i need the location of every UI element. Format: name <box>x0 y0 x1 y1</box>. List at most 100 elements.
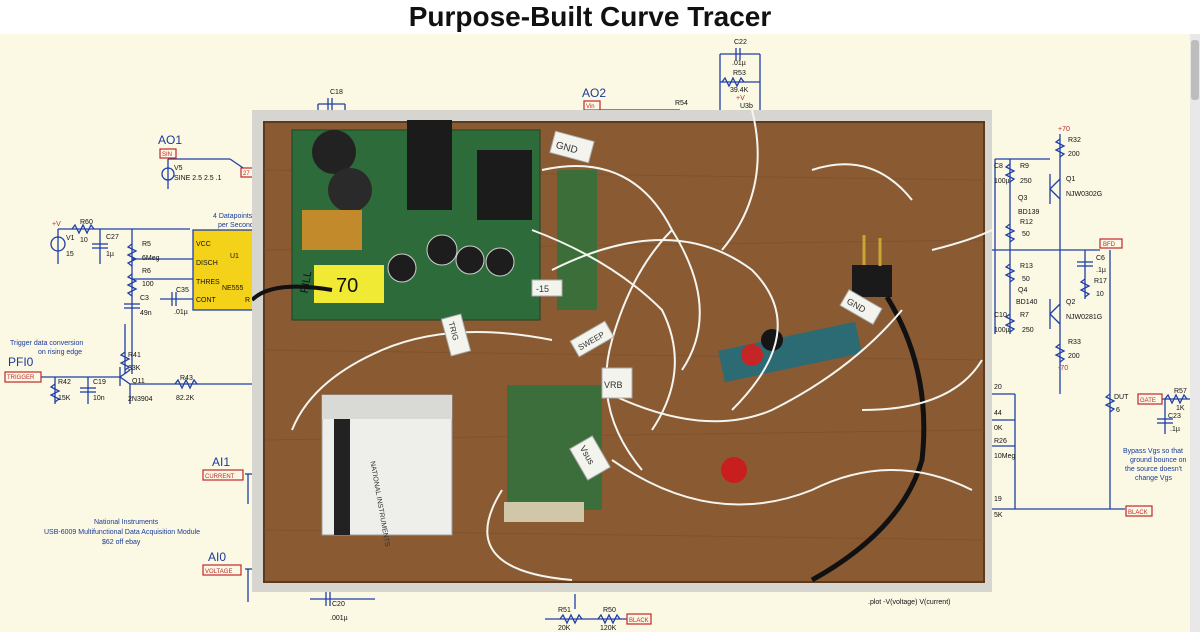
vin-net-tag: Vin <box>586 104 595 110</box>
q4-part: BD140 <box>1016 299 1038 306</box>
datapoints-note-2: per Second <box>218 222 254 229</box>
pfi0-label: PFI0 <box>8 355 34 369</box>
trigger-net-tag: TRIGGER <box>7 375 35 381</box>
c23-label: C23 <box>1168 413 1181 420</box>
r7-value: 250 <box>1022 327 1034 334</box>
gate-net-tag: GATE <box>1140 398 1156 404</box>
r13-value: 50 <box>1022 276 1030 283</box>
r9-label: R9 <box>1020 163 1029 170</box>
q2-label: Q2 <box>1066 299 1075 306</box>
r13-label: R13 <box>1020 263 1033 270</box>
vertical-scrollbar[interactable] <box>1190 34 1200 632</box>
r51-value: 20K <box>558 625 571 632</box>
v5-desc: SINE 2.5 2.5 .1 <box>174 175 222 182</box>
power-plug <box>852 265 892 297</box>
r43-label: R43 <box>180 375 193 382</box>
r41-label: R41 <box>128 352 141 359</box>
r26-label: R26 <box>994 438 1007 445</box>
r5k-label: 5K <box>994 512 1003 519</box>
r50-label: R50 <box>603 607 616 614</box>
r12-value: 50 <box>1022 231 1030 238</box>
bypass-note-3: the source doesn't <box>1125 466 1182 473</box>
ai1-label: AI1 <box>212 455 230 469</box>
c18-label: C18 <box>330 89 343 96</box>
r54-label: R54 <box>675 100 688 107</box>
q11-part: 2N3904 <box>128 396 153 403</box>
red-binding-post-1[interactable] <box>741 344 763 366</box>
r57-value: 1K <box>1176 405 1185 412</box>
r6-label: R6 <box>142 268 151 275</box>
r41-value: 33K <box>128 365 141 372</box>
u3b-label: U3b <box>740 103 753 110</box>
pin-vcc: VCC <box>196 241 211 248</box>
c27-label: C27 <box>106 234 119 241</box>
v1-label: V1 <box>66 235 75 242</box>
r12-label: R12 <box>1020 219 1033 226</box>
test-socket-board <box>718 321 862 383</box>
q11-label: Q11 <box>132 378 145 385</box>
q3-label: Q3 <box>1018 195 1027 202</box>
photo-label-70: 70 <box>336 275 358 297</box>
r42-label: R42 <box>58 379 71 386</box>
pin-thres: THRES <box>196 279 220 286</box>
r33-value: 200 <box>1068 353 1080 360</box>
c8-label: C8 <box>994 163 1003 170</box>
v1-value: 15 <box>66 251 74 258</box>
c22-label: C22 <box>734 39 747 46</box>
net-tag-27: 27 <box>243 171 250 177</box>
datapoints-note-1: 4 Datapoints <box>213 213 253 220</box>
r60-label: R60 <box>80 219 93 226</box>
plus-v-top: +V <box>736 95 745 102</box>
q3-part: BD139 <box>1018 209 1040 216</box>
r32-value: 200 <box>1068 151 1080 158</box>
q1-label: Q1 <box>1066 176 1075 183</box>
ne555-label: NE555 <box>222 285 244 292</box>
ni-note-3: $62 off ebay <box>102 539 141 546</box>
r44-label: 44 <box>994 410 1002 417</box>
r57-label: R57 <box>1174 388 1187 395</box>
black-net-tag-right: BLACK <box>1128 510 1148 516</box>
c19-value: 10n <box>93 395 105 402</box>
r7-label: R7 <box>1020 312 1029 319</box>
c10-label: C10 <box>994 312 1007 319</box>
r33-label: R33 <box>1068 339 1081 346</box>
ni-note-1: National Instruments <box>94 519 159 526</box>
q1-part: NJW0302G <box>1066 191 1102 198</box>
r53-label: R53 <box>733 70 746 77</box>
ao1-label: AO1 <box>158 133 182 147</box>
black-binding-post[interactable] <box>761 329 783 351</box>
pin-disch: DISCH <box>196 260 218 267</box>
photo-label-15: -15 <box>536 284 549 294</box>
sin-net-tag: SIN <box>162 152 172 158</box>
scrollbar-thumb[interactable] <box>1191 40 1199 100</box>
curve-tracer-photo: 70 PILL NATIONAL INSTRUMENTS <box>252 110 992 592</box>
c23-value: .1µ <box>1170 426 1180 433</box>
heatsink <box>407 120 452 210</box>
c35-value: .01µ <box>174 309 188 316</box>
c20-label: C20 <box>332 601 345 608</box>
r50-value: 120K <box>600 625 617 632</box>
plus70-label: +70 <box>1058 126 1070 133</box>
c3-value: 49n <box>140 310 152 317</box>
r17-label: R17 <box>1094 278 1107 285</box>
ne555-ic <box>192 229 254 311</box>
r51-label: R51 <box>558 607 571 614</box>
trigger-note-2: on rising edge <box>38 349 82 356</box>
c27-value: 1µ <box>106 251 114 258</box>
r17-value: 10 <box>1096 291 1104 298</box>
schematic-drawing: AO1 SIN V5 SINE 2.5 2.5 .1 27 4 Datapoin… <box>4 39 1190 632</box>
r0k-label: 0K <box>994 425 1003 432</box>
plot-command: .plot -V(voltage) V(current) <box>868 599 950 606</box>
r19-label: 19 <box>994 496 1002 503</box>
current-net-tag: CURRENT <box>205 474 235 480</box>
bypass-note-1: Bypass Vgs so that <box>1123 448 1183 455</box>
r9-value: 250 <box>1020 178 1032 185</box>
c3-label: C3 <box>140 295 149 302</box>
c20-value: .001µ <box>330 615 348 622</box>
vmid-net-tag: BFD <box>1103 242 1116 248</box>
minus70-label: -70 <box>1058 365 1068 372</box>
bypass-note-2: ground bounce on <box>1130 457 1187 464</box>
ai0-label: AI0 <box>208 550 226 564</box>
red-binding-post-2[interactable] <box>721 457 747 483</box>
r53-value: 39.4K <box>730 87 749 94</box>
